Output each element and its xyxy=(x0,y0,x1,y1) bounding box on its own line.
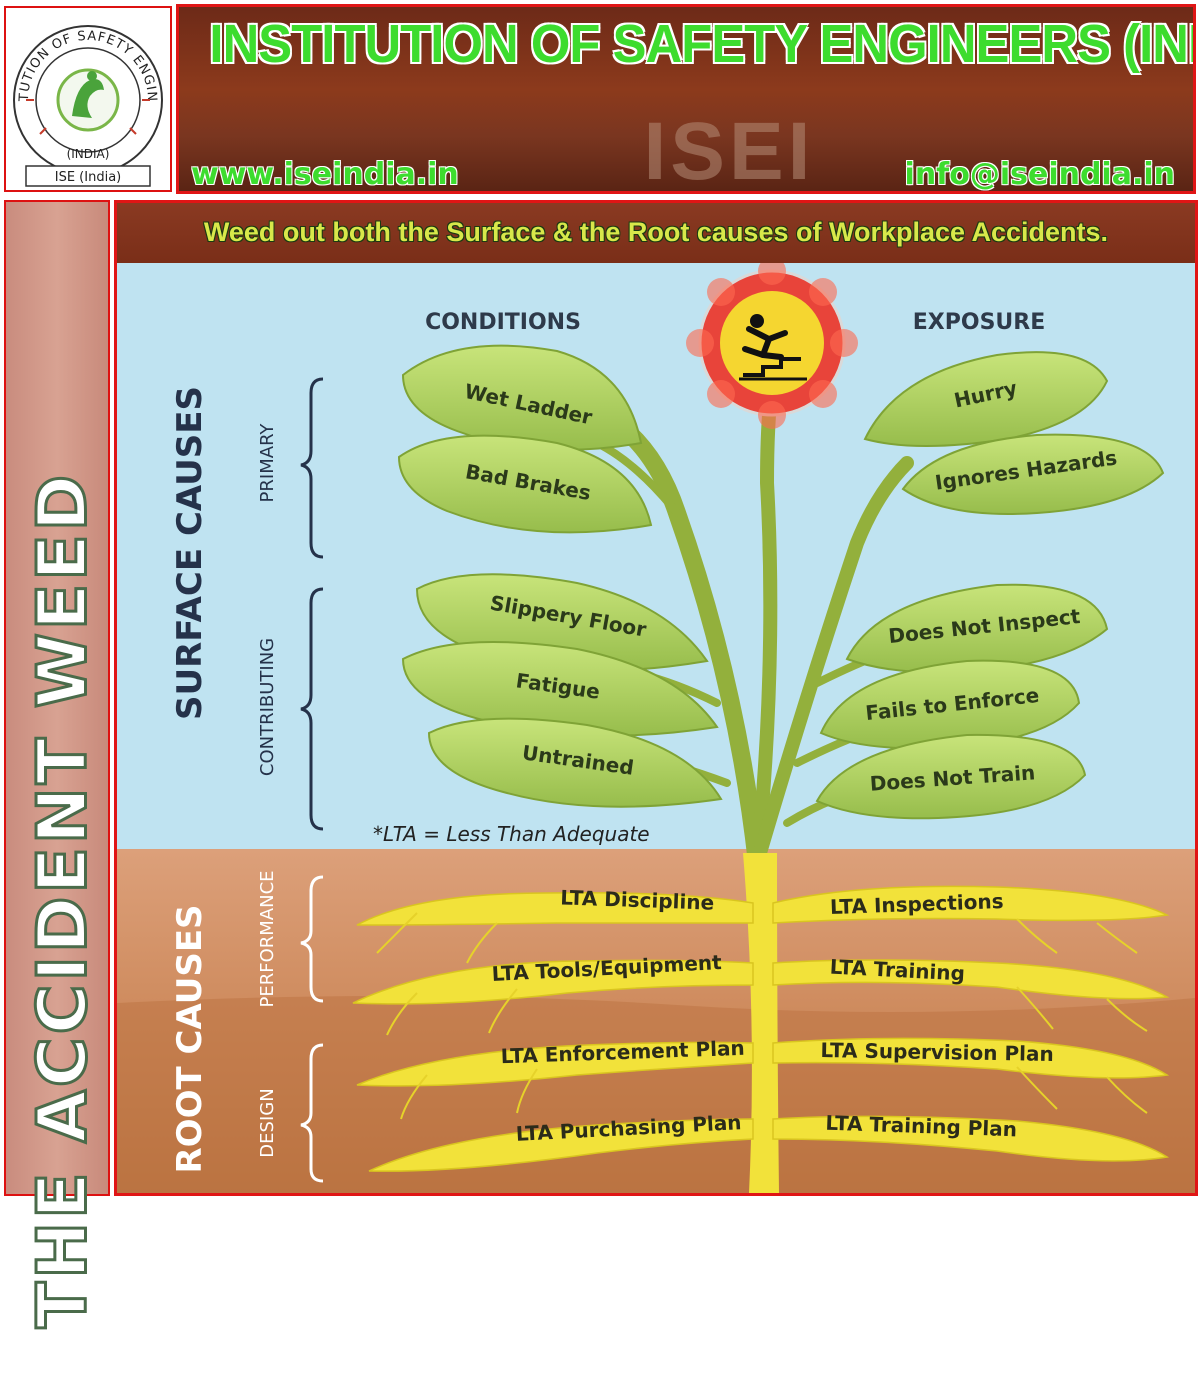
conditions-heading: CONDITIONS xyxy=(425,310,581,335)
main-panel: Weed out both the Surface & the Root cau… xyxy=(114,200,1198,1196)
contributing-label: CONTRIBUTING xyxy=(257,638,278,776)
section-brackets xyxy=(300,377,324,831)
leaf: Wet Ladder xyxy=(401,344,643,451)
performance-label: PERFORMANCE xyxy=(257,870,278,1007)
leaf: Ignores Hazards xyxy=(901,433,1165,515)
accident-weed-diagram: Wet Ladder Bad Brakes Slippery Floor Fat… xyxy=(117,257,1195,1193)
logo-bottom-text: (INDIA) xyxy=(67,147,110,161)
website-link[interactable]: www.iseindia.in xyxy=(191,157,459,192)
soil-layer xyxy=(117,995,1195,1193)
header-banner: ISEI INSTITUTION OF SAFETY ENGINEERS (IN… xyxy=(176,4,1196,194)
leaf: Hurry xyxy=(863,351,1109,447)
primary-label: PRIMARY xyxy=(257,423,278,503)
right-leaves: Hurry Ignores Hazards Does Not Inspect F… xyxy=(815,351,1165,820)
root-label-lta-supervision-plan: LTA Supervision Plan xyxy=(820,1038,1054,1066)
logo-ribbon-text: ISE (India) xyxy=(55,170,121,185)
root-label-lta-discipline: LTA Discipline xyxy=(560,885,715,914)
root-trunk xyxy=(743,853,779,1193)
root-brackets xyxy=(300,875,324,1183)
slip-on-stairs-icon xyxy=(739,314,807,381)
main-title: Weed out both the Surface & the Root cau… xyxy=(117,203,1195,263)
leaf: Fails to Enforce xyxy=(819,659,1081,750)
leaf: Bad Brakes xyxy=(397,434,653,534)
side-title: THE ACCIDENT WEED xyxy=(22,470,104,1329)
exposure-heading: EXPOSURE xyxy=(913,310,1046,335)
root-causes-label: ROOT CAUSES xyxy=(170,904,210,1173)
ise-logo-seal: INSTITUTION OF SAFETY ENGINEERS (INDIA) … xyxy=(1,0,163,187)
ise-logo: INSTITUTION OF SAFETY ENGINEERS (INDIA) … xyxy=(1,0,172,192)
surface-causes-label: SURFACE CAUSES xyxy=(170,386,210,720)
organisation-title: INSTITUTION OF SAFETY ENGINEERS (INDIA) xyxy=(209,14,1196,74)
warning-flower xyxy=(686,257,858,429)
email-link[interactable]: info@iseindia.in xyxy=(904,157,1175,192)
side-title-strip: THE ACCIDENT WEED xyxy=(4,200,110,1330)
lta-note: *LTA = Less Than Adequate xyxy=(373,822,650,846)
banner-watermark: ISEI xyxy=(643,106,815,194)
design-label: DESIGN xyxy=(257,1088,278,1157)
header: INSTITUTION OF SAFETY ENGINEERS (INDIA) … xyxy=(0,0,1200,196)
leaf: Does Not Inspect xyxy=(845,583,1109,674)
left-leaves: Wet Ladder Bad Brakes Slippery Floor Fat… xyxy=(397,344,723,808)
leaf: Fatigue xyxy=(401,641,719,737)
leaf: Untrained xyxy=(427,717,723,808)
diagram-canvas: Wet Ladder Bad Brakes Slippery Floor Fat… xyxy=(117,257,1195,1193)
leaf: Does Not Train xyxy=(815,733,1087,820)
